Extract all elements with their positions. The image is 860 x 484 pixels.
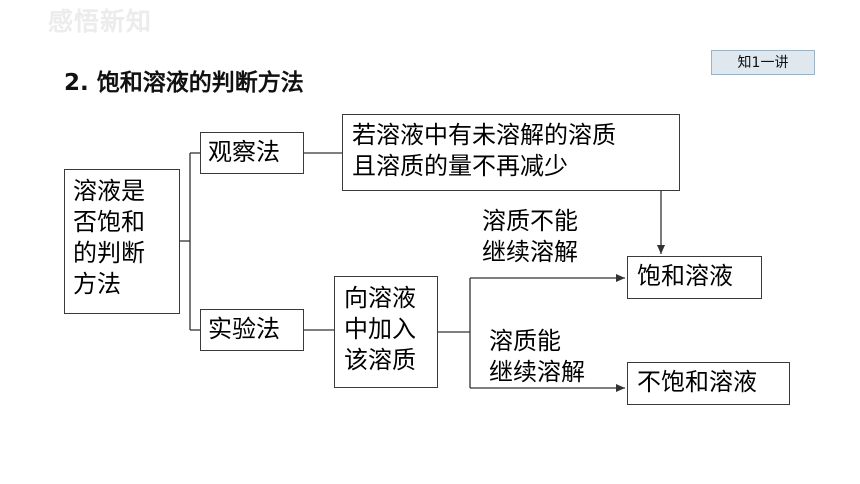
experiment-action-line: 向溶液 xyxy=(344,284,416,312)
observe-condition-line: 且溶质的量不再减少 xyxy=(352,152,568,180)
root-line: 的判断 xyxy=(73,239,145,267)
experiment-action-line: 中加入 xyxy=(344,315,416,343)
branch-dissolve-line: 溶质能 xyxy=(489,327,561,355)
experiment-action-line: 该溶质 xyxy=(344,346,416,374)
section-title: 2. 饱和溶液的判断方法 xyxy=(64,70,304,96)
observe-method-box: 观察法 xyxy=(200,132,304,174)
experiment-method-label: 实验法 xyxy=(208,315,280,343)
branch-not-dissolve-line: 溶质不能 xyxy=(482,207,578,235)
root-box: 溶液是 否饱和 的判断 方法 xyxy=(64,169,180,314)
header-band: 感悟新知 xyxy=(0,0,860,40)
root-line: 否饱和 xyxy=(73,208,145,236)
root-line: 方法 xyxy=(73,270,121,298)
header-title: 感悟新知 xyxy=(48,7,153,36)
branch-not-dissolve-line: 继续溶解 xyxy=(482,238,578,266)
branch-dissolve-label: 溶质能 继续溶解 xyxy=(489,326,585,388)
observe-method-label: 观察法 xyxy=(208,138,280,166)
branch-dissolve-line: 继续溶解 xyxy=(489,358,585,386)
saturated-result-label: 饱和溶液 xyxy=(637,262,733,290)
branch-not-dissolve-label: 溶质不能 继续溶解 xyxy=(482,206,578,268)
observe-condition-line: 若溶液中有未溶解的溶质 xyxy=(352,121,616,149)
experiment-method-box: 实验法 xyxy=(200,309,304,351)
root-line: 溶液是 xyxy=(73,177,145,205)
experiment-action-box: 向溶液 中加入 该溶质 xyxy=(334,276,438,388)
unsaturated-result-label: 不饱和溶液 xyxy=(637,368,757,396)
lecture-tag: 知1一讲 xyxy=(711,50,815,75)
unsaturated-result-box: 不饱和溶液 xyxy=(627,362,790,405)
observe-condition-box: 若溶液中有未溶解的溶质 且溶质的量不再减少 xyxy=(342,114,680,191)
saturated-result-box: 饱和溶液 xyxy=(627,256,762,299)
